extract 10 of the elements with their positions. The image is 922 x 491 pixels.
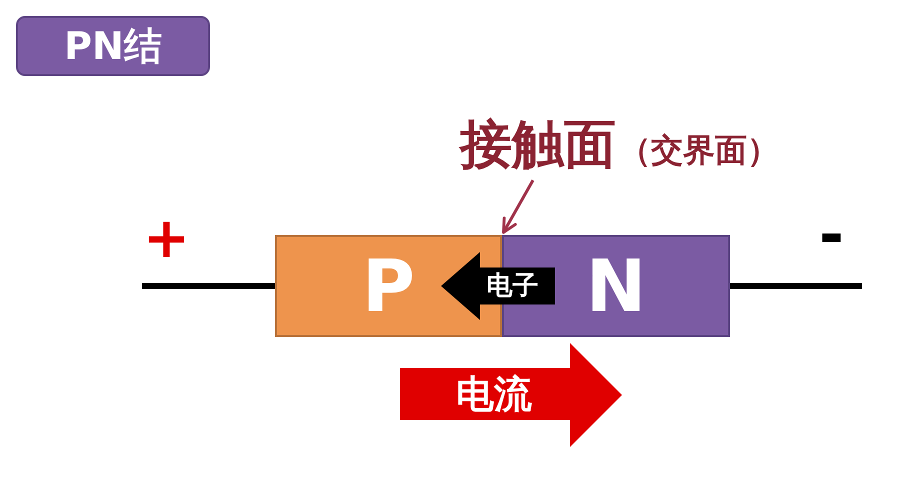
electron-arrow [441, 252, 555, 320]
title-banner: PN结 [16, 16, 210, 76]
leader-line [502, 180, 534, 234]
wire-line [730, 283, 862, 289]
plus-sign: + [143, 211, 190, 267]
wire-line [142, 283, 275, 289]
minus-sign: - [819, 205, 844, 265]
callout-note: （交界面） [619, 133, 779, 168]
callout-label: 接触面 [460, 117, 616, 174]
current-arrow: 电流 [400, 343, 622, 447]
